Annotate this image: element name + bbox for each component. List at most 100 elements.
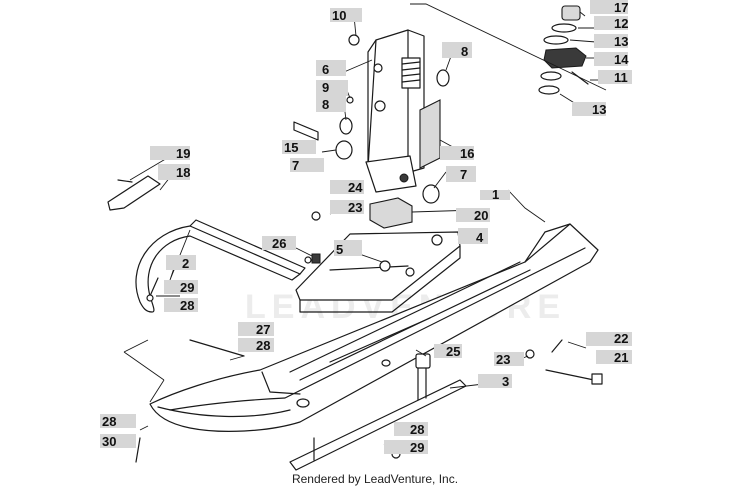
- callout-number: 25: [446, 344, 460, 359]
- callout-bubble: [572, 102, 606, 116]
- callout-number: 11: [614, 70, 628, 85]
- callout-23b: 23: [494, 352, 524, 367]
- callout-13a: 13: [594, 34, 628, 49]
- callout-bubble: [262, 236, 296, 250]
- callout-19: 19: [150, 146, 190, 161]
- callout-bubble: [458, 228, 488, 244]
- bushings: [293, 69, 450, 204]
- callout-number: 30: [102, 434, 116, 449]
- callout-bubble: [446, 166, 476, 182]
- callout-bubble: [164, 298, 198, 312]
- callout-number: 14: [614, 52, 629, 67]
- callout-bubble: [590, 0, 628, 14]
- callout-bubble: [586, 332, 632, 346]
- callout-number: 13: [614, 34, 628, 49]
- callout-bubble: [290, 158, 324, 172]
- callout-bubble: [330, 8, 362, 22]
- callout-14: 14: [594, 52, 629, 67]
- callout-8b: 8: [316, 96, 346, 112]
- ski-body: [149, 223, 599, 432]
- callout-number: 10: [332, 8, 346, 23]
- callout-number: 26: [272, 236, 286, 251]
- callout-28d: 28: [394, 422, 428, 437]
- callout-bubble: [480, 190, 510, 200]
- callout-2: 2: [166, 255, 196, 271]
- top-cap-assembly: [538, 5, 589, 95]
- callout-number: 4: [476, 230, 484, 245]
- callout-bubble: [394, 422, 428, 436]
- hardware-bolts: [135, 34, 603, 463]
- callout-30: 30: [100, 434, 136, 449]
- callout-bubble: [316, 60, 346, 76]
- callout-bubble: [282, 140, 316, 154]
- callout-number: 20: [474, 208, 488, 223]
- callout-29a: 29: [164, 280, 198, 295]
- callout-number: 21: [614, 350, 628, 365]
- callout-bubble: [594, 52, 628, 66]
- callout-5: 5: [334, 240, 362, 257]
- callout-27: 27: [238, 322, 274, 337]
- callout-bubble: [330, 200, 364, 214]
- callout-21: 21: [596, 350, 632, 365]
- callout-11: 11: [598, 70, 632, 85]
- callout-number: 6: [322, 62, 329, 77]
- callout-number: 3: [502, 374, 509, 389]
- callout-bubble: [316, 96, 346, 112]
- callout-8a: 8: [442, 42, 472, 59]
- callout-bubble: [478, 374, 512, 388]
- callout-bubble: [456, 208, 490, 222]
- callout-number: 27: [256, 322, 270, 337]
- callout-18: 18: [158, 164, 190, 180]
- callout-number: 19: [176, 146, 190, 161]
- callout-bubble: [316, 80, 348, 96]
- callout-22: 22: [586, 331, 632, 346]
- callout-bubble: [434, 344, 462, 358]
- callout-7b: 7: [446, 166, 476, 182]
- callout-number: 18: [176, 165, 190, 180]
- callout-9: 9: [316, 80, 348, 96]
- callout-number: 17: [614, 0, 628, 15]
- callout-number: 12: [614, 16, 628, 31]
- callout-number: 28: [410, 422, 424, 437]
- callout-15: 15: [282, 140, 316, 155]
- callout-25: 25: [434, 344, 462, 359]
- callout-number: 9: [322, 80, 329, 95]
- callout-number: 8: [461, 44, 468, 59]
- callout-number: 29: [180, 280, 194, 295]
- callout-4: 4: [458, 228, 488, 245]
- callout-number: 28: [256, 338, 270, 353]
- callout-16: 16: [440, 146, 474, 161]
- callout-bubble: [442, 42, 472, 58]
- callout-bubble: [150, 146, 190, 160]
- callout-number: 29: [410, 440, 424, 455]
- callouts: 1 2 3 4 5 6 7 7 8 8 9 10 11 12 13 13 14 …: [100, 0, 632, 455]
- callout-number: 24: [348, 180, 363, 195]
- callout-bubble: [596, 350, 632, 364]
- callout-10: 10: [330, 8, 362, 23]
- credit-line: Rendered by LeadVenture, Inc.: [291, 472, 459, 486]
- spindle-assembly: [365, 29, 425, 193]
- callout-20: 20: [456, 208, 490, 223]
- callout-number: 22: [614, 331, 628, 346]
- callout-number: 23: [496, 352, 510, 367]
- callout-26: 26: [262, 236, 296, 251]
- callout-number: 15: [284, 140, 298, 155]
- callout-17: 17: [590, 0, 628, 15]
- callout-1: 1: [480, 187, 510, 202]
- ski-loop-handle: [135, 219, 306, 313]
- callout-bubble: [238, 338, 274, 352]
- callout-28b: 28: [164, 298, 198, 313]
- callout-bubble: [238, 322, 274, 336]
- callout-3: 3: [478, 374, 512, 389]
- callout-number: 1: [492, 187, 499, 202]
- callout-bubble: [158, 164, 190, 180]
- callout-bubble: [384, 440, 428, 454]
- callout-number: 7: [460, 167, 467, 182]
- callout-7a: 7: [290, 158, 324, 173]
- callout-number: 23: [348, 200, 362, 215]
- callout-bubble: [100, 434, 136, 448]
- callout-bubble: [440, 146, 474, 160]
- callout-28c: 28: [100, 414, 136, 429]
- callout-bubble: [598, 70, 632, 84]
